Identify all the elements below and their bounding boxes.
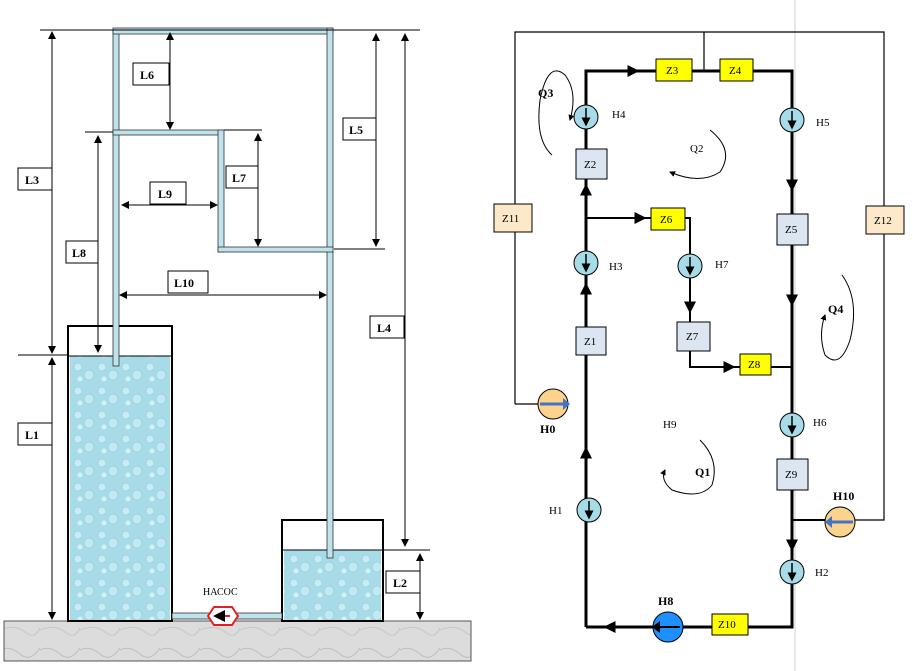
zone-label-Z3: Z3 [666,65,679,77]
node-label-H3: H3 [609,261,623,273]
left-tank-water [70,356,170,620]
node-H7 [677,253,703,279]
label-L9: L9 [158,187,172,201]
label-L3: L3 [25,173,39,187]
dimension-labels: L3 L1 L8 L6 L9 L7 L10 L5 L4 L2 [17,62,421,594]
flow-labels: Q3 Q2 Q4 Q1 [538,86,843,479]
label-L7: L7 [232,171,246,185]
zone-Z6 [650,207,686,231]
zone-label-Z8: Z8 [748,359,761,371]
node-label-H6: H6 [813,417,827,429]
node-H1 [576,497,602,523]
siphon-pipe [112,27,334,559]
node-label-H4: H4 [612,109,626,121]
node-label-H2: H2 [815,567,828,579]
zone-Z12 [865,205,905,235]
node-label-H9: H9 [663,419,677,431]
node-H0 [537,388,570,420]
node-H6 [779,412,805,438]
ground-slab [3,620,472,662]
tank-system-diagram: НАСОС [3,27,472,662]
flow-label-Q3: Q3 [538,86,553,100]
node-H3 [573,250,599,276]
flow-network-diagram: Z3 Z4 Z2 Z6 Z5 Z1 Z7 Z8 Z9 Z10 Z11 Z12 [493,31,905,643]
zone-Z1 [575,326,607,356]
label-L6: L6 [140,68,154,82]
zone-Z11 [493,203,533,233]
zone-label-Z2: Z2 [584,159,596,171]
pump-icon [206,606,240,626]
label-L10: L10 [174,276,194,290]
pump-label: НАСОС [203,587,238,598]
zone-Z7 [676,321,711,352]
zone-label-Z5: Z5 [785,224,798,236]
flow-label-Q4: Q4 [828,302,843,316]
node-label-H0: H0 [540,422,555,436]
zone-Z4 [719,58,754,82]
zone-labels: Z3 Z4 Z2 Z6 Z5 Z1 Z7 Z8 Z9 Z10 Z11 Z12 [502,65,892,631]
zone-Z9 [776,458,809,491]
node-label-H7: H7 [715,259,729,271]
zone-label-Z12: Z12 [874,215,892,227]
node-H2 [779,559,805,585]
node-label-H8: H8 [658,594,673,608]
node-H10 [824,506,856,538]
zone-label-Z11: Z11 [502,213,519,225]
zone-label-Z10: Z10 [718,619,736,631]
node-labels: H4 H5 H3 H7 H6 H1 H2 H0 H10 H8 H9 [540,109,854,608]
label-L1: L1 [25,428,39,442]
zone-Z3 [655,58,693,82]
zone-label-Z4: Z4 [729,65,742,77]
zone-Z10 [711,613,749,636]
node-label-H1: H1 [549,505,562,517]
label-L4: L4 [377,321,391,335]
zone-label-Z9: Z9 [785,469,798,481]
zone-Z2 [575,148,608,180]
zone-Z8 [739,353,772,376]
flow-label-Q2: Q2 [690,143,703,155]
zone-boxes [493,58,905,636]
zone-label-Z6: Z6 [660,214,673,226]
flow-label-Q1: Q1 [695,465,710,479]
right-tank-water [284,550,381,620]
zone-label-Z1: Z1 [584,336,596,348]
label-L5: L5 [349,123,363,137]
node-H8 [652,611,684,643]
nodes [537,104,856,643]
node-H5 [779,107,805,133]
label-L2: L2 [393,576,407,590]
node-H4 [573,104,599,130]
zone-label-Z7: Z7 [686,331,699,343]
zone-Z5 [776,213,809,246]
node-label-H10: H10 [833,489,854,503]
node-label-H5: H5 [816,117,830,129]
label-L8: L8 [72,246,86,260]
